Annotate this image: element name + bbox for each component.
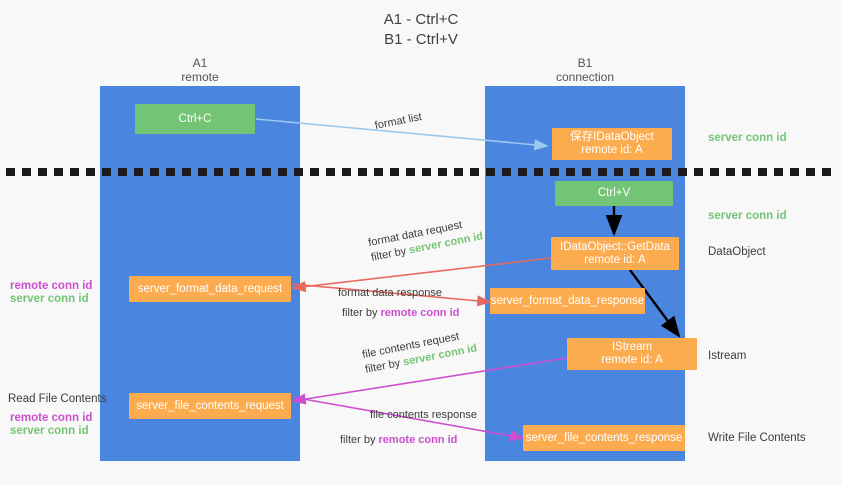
node-server-format-data-response[interactable]: server_format_data_response (490, 288, 645, 314)
node-ctrl-c[interactable]: Ctrl+C (135, 104, 255, 134)
edge-label-format-data-request: format data request filter by server con… (367, 215, 484, 266)
edge-label-file-contents-request: file contents request filter by server c… (361, 327, 478, 378)
label-server-conn-id-mid: server conn id (708, 210, 787, 222)
label-remote-conn-id-1: remote conn id (10, 280, 93, 292)
column-header-b1: B1 connection (555, 56, 615, 84)
edge-filter-file-contents-response: filter by remote conn id (340, 434, 458, 446)
column-header-a1: A1 remote (181, 56, 219, 84)
phase-divider (6, 168, 836, 176)
node-server-format-data-request[interactable]: server_format_data_request (129, 276, 291, 302)
edge-line-file-contents-response: file contents response (370, 409, 478, 421)
edge-line-format-data-response: format data response (338, 287, 442, 299)
label-dataobject: DataObject (708, 246, 766, 258)
node-istream[interactable]: IStream remote id: A (567, 338, 697, 370)
edge-label-file-contents-response: file contents response filter by remote … (340, 408, 477, 448)
label-server-conn-id-1: server conn id (10, 293, 89, 305)
node-server-file-contents-request[interactable]: server_file_contents_request (129, 393, 291, 419)
label-server-conn-id-top: server conn id (708, 132, 787, 144)
edge-label-format-data-response: format data response filter by remote co… (338, 286, 459, 321)
edge-filter-format-data-response: filter by remote conn id (342, 307, 460, 319)
node-server-file-contents-response[interactable]: server_file_contents_response (523, 425, 685, 451)
node-getdata[interactable]: IDataObject::GetData remote id: A (551, 237, 679, 270)
edge-label-format-list: format list (373, 111, 423, 132)
label-remote-conn-id-2: remote conn id (10, 412, 93, 424)
node-save-dataobject[interactable]: 保存IDataObject remote id: A (552, 128, 672, 160)
label-server-conn-id-2: server conn id (10, 425, 89, 437)
label-write-file-contents: Write File Contents (708, 432, 806, 444)
label-istream: Istream (708, 350, 747, 362)
page-title: A1 - Ctrl+C B1 - Ctrl+V (383, 11, 459, 48)
node-ctrl-v[interactable]: Ctrl+V (555, 181, 673, 206)
label-read-file-contents: Read File Contents (8, 393, 107, 405)
